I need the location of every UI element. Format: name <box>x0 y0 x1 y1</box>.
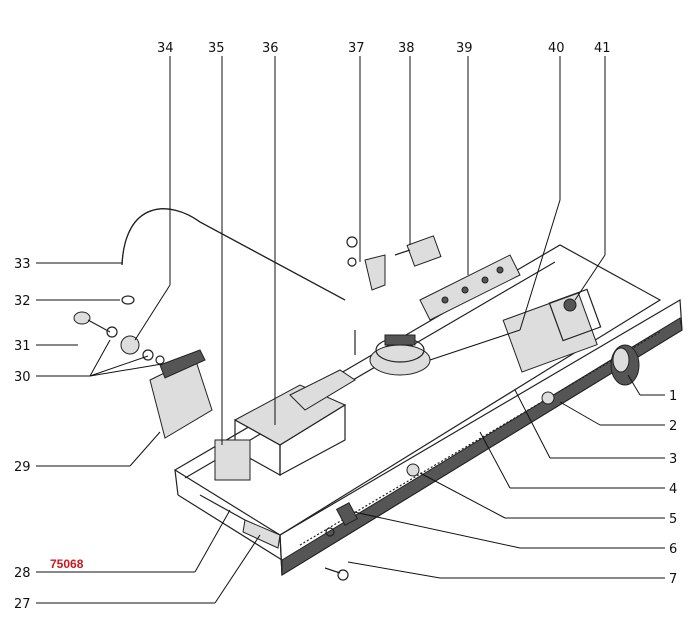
fixing-screw <box>324 567 349 581</box>
callout-7: 7 <box>669 572 677 587</box>
relay-modules <box>233 369 356 477</box>
selector-knob <box>610 344 640 386</box>
callout-3: 3 <box>669 452 677 467</box>
callout-40: 40 <box>548 41 565 56</box>
timer-switch-assembly <box>502 288 602 373</box>
callout-4: 4 <box>669 482 677 497</box>
leader-lines <box>36 56 665 604</box>
callout-34: 34 <box>157 41 174 56</box>
callout-33: 33 <box>14 257 31 272</box>
callout-5: 5 <box>669 512 677 527</box>
callout-38: 38 <box>398 41 415 56</box>
pressure-switch <box>369 334 431 376</box>
mounting-bracket <box>346 236 386 355</box>
cable-clamp <box>394 235 442 267</box>
callout-6: 6 <box>669 542 677 557</box>
callout-31: 31 <box>14 339 31 354</box>
small-switch <box>214 439 251 481</box>
callout-37: 37 <box>348 41 365 56</box>
callout-29: 29 <box>14 460 31 475</box>
reference-code: 75068 <box>50 557 84 571</box>
fascia-fittings <box>325 391 555 537</box>
pressure-hose <box>121 208 346 301</box>
callout-labels: 34 35 36 37 38 39 40 41 33 32 31 30 29 2… <box>14 41 677 612</box>
callout-36: 36 <box>262 41 279 56</box>
callout-28: 28 <box>14 566 31 581</box>
callout-2: 2 <box>669 419 677 434</box>
callout-30: 30 <box>14 370 31 385</box>
terminal-block <box>419 254 521 321</box>
cover-cap <box>149 349 213 439</box>
callout-35: 35 <box>208 41 225 56</box>
callout-32: 32 <box>14 294 31 309</box>
hose-fittings <box>73 295 165 365</box>
callout-41: 41 <box>594 41 611 56</box>
callout-39: 39 <box>456 41 473 56</box>
sensor-rod <box>199 494 281 549</box>
callout-27: 27 <box>14 597 31 612</box>
callout-1: 1 <box>669 389 677 404</box>
